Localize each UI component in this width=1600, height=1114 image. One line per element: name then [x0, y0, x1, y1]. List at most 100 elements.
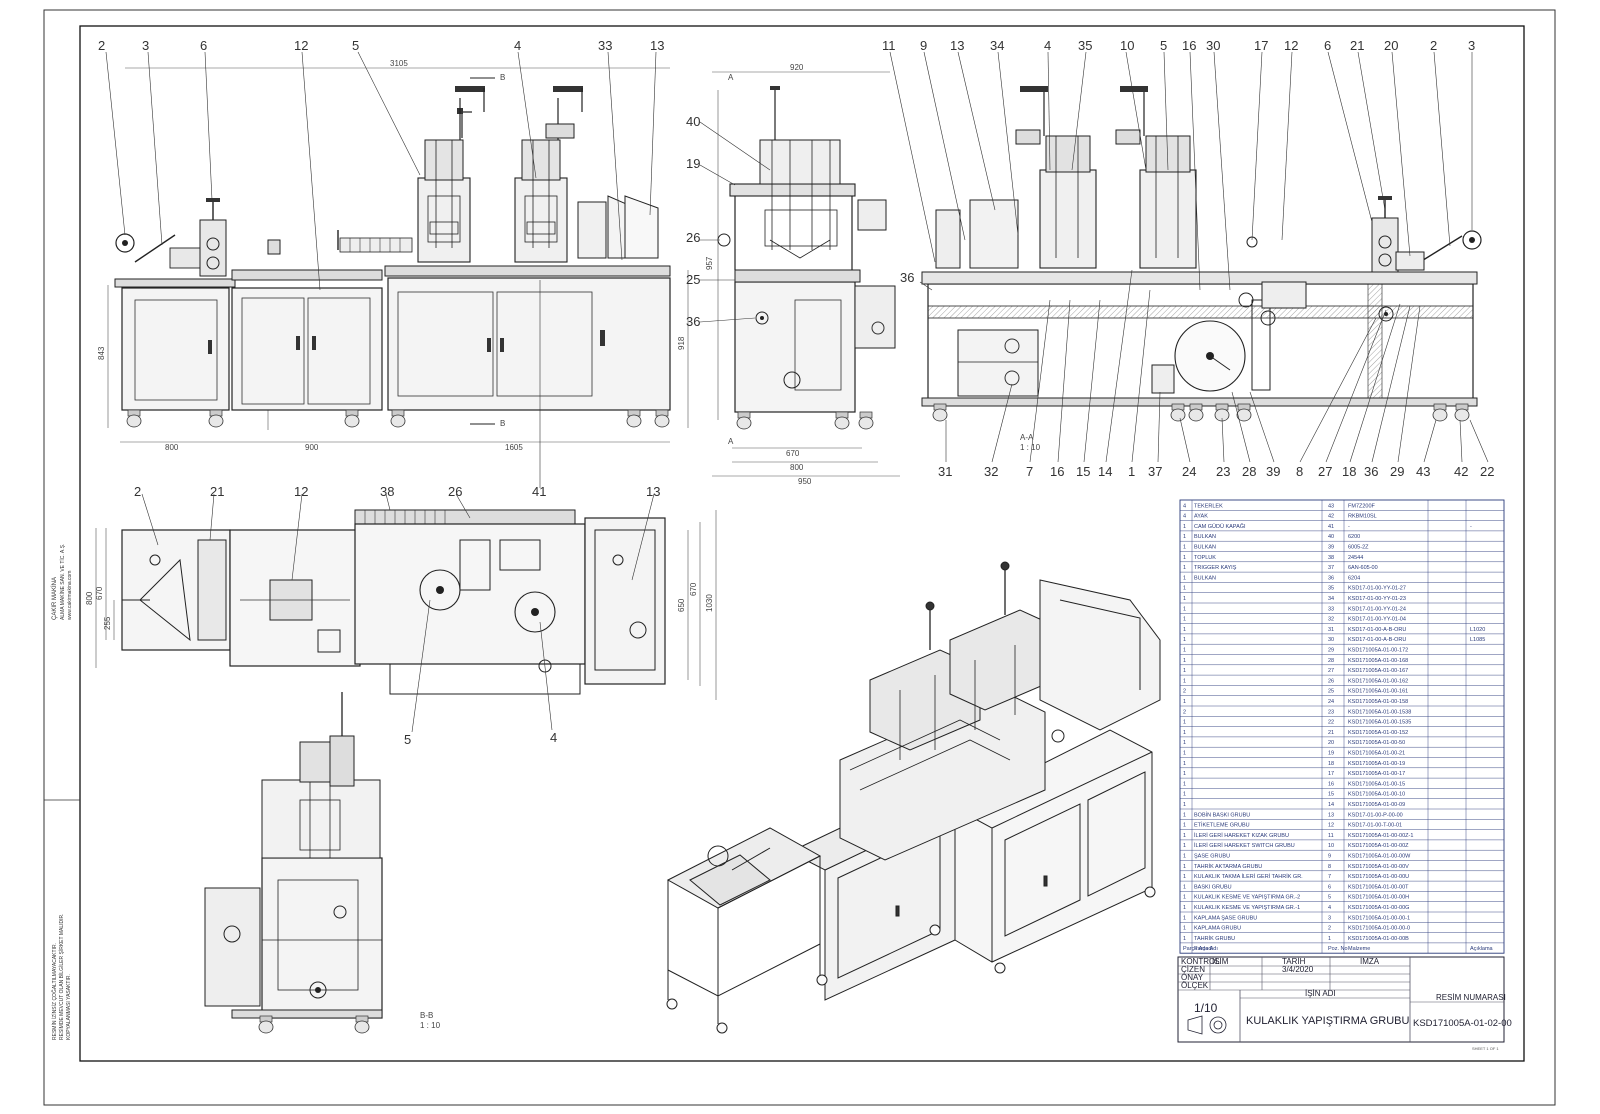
- bom-row-29-qty: 1: [1183, 648, 1186, 654]
- callout-aa-35: 35: [1078, 38, 1092, 53]
- bom-row-16-no: 16: [1328, 781, 1334, 787]
- bom-row-11-no: 11: [1328, 833, 1334, 839]
- dim-side-950: 950: [798, 477, 812, 486]
- bom-row-10-code: KSD171005A-01-00-00Z: [1348, 843, 1409, 849]
- bom-row-21-qty: 1: [1183, 730, 1186, 736]
- bom-row-8-qty: 1: [1183, 864, 1186, 870]
- margin-note-5: RESİMDE MEVCUT OLAN BİLGİLER ŞİRKET MALI…: [58, 913, 65, 1040]
- bom-row-11-code: KSD171005A-01-00-00Z-1: [1348, 833, 1413, 839]
- bom-row-6-desc: BASKI GRUBU: [1194, 884, 1232, 890]
- bom-row-36-code: 6204: [1348, 575, 1360, 581]
- bom-row-32-code: KSD17-01-00-YY-01-04: [1348, 617, 1406, 623]
- bom-row-26-code: KSD171005A-01-00-162: [1348, 678, 1408, 684]
- bom-row-2-desc: KAPLAMA GRUBU: [1194, 926, 1241, 932]
- bom-row-39-no: 39: [1328, 545, 1334, 551]
- bom-row-1-code: KSD171005A-01-00-00B: [1348, 936, 1409, 942]
- bom-row-14-code: KSD171005A-01-00-09: [1348, 802, 1405, 808]
- callout-aa-32: 32: [984, 464, 998, 479]
- bom-row-28-code: KSD171005A-01-00-168: [1348, 658, 1408, 664]
- bom-row-39-qty: 1: [1183, 545, 1186, 551]
- callout-aa-37: 37: [1148, 464, 1162, 479]
- callout-aa-36: 36: [1364, 464, 1378, 479]
- bom-row-15-no: 15: [1328, 792, 1334, 798]
- tb-code-label: RESİM NUMARASI: [1436, 993, 1506, 1002]
- bom-row-22-qty: 1: [1183, 720, 1186, 726]
- bom-row-22-no: 22: [1328, 720, 1334, 726]
- bom-row-26-qty: 1: [1183, 678, 1186, 684]
- bom-row-2-no: 2: [1328, 926, 1331, 932]
- bom-row-27-no: 27: [1328, 668, 1334, 674]
- bom-row-16-code: KSD171005A-01-00-15: [1348, 781, 1405, 787]
- bom-row-5-code: KSD171005A-01-00-00H: [1348, 895, 1409, 901]
- callout-2: 2: [98, 38, 105, 53]
- callout-aa-13: 13: [950, 38, 964, 53]
- bom-row-37-desc: TRIGGER KAYIŞ: [1194, 565, 1237, 571]
- callout-12: 12: [294, 38, 308, 53]
- callout-aa-2: 2: [1430, 38, 1437, 53]
- bom-row-41-desc: CAM GÜDÜ KAPAĞI: [1194, 523, 1246, 530]
- top-view: 800 670 255 1030 670 650: [85, 484, 717, 747]
- bom-row-12-desc: ETİKETLEME GRUBU: [1194, 822, 1250, 829]
- dim-side-800: 800: [790, 463, 804, 472]
- dim-top-800: 800: [85, 591, 94, 605]
- bom-row-37-no: 37: [1328, 565, 1334, 571]
- dim-top-670r: 670: [689, 582, 698, 596]
- bom-row-7-qty: 1: [1183, 874, 1186, 880]
- isometric-view: [666, 561, 1161, 1034]
- bom-row-13-code: KSD17-01-00-P-00-00: [1348, 812, 1403, 818]
- callout-aa-29: 29: [1390, 464, 1404, 479]
- bom-row-32-no: 32: [1328, 617, 1334, 623]
- dim-side-670: 670: [786, 449, 800, 458]
- bom-row-42-no: 42: [1328, 514, 1334, 520]
- bom-row-40-desc: BULKAN: [1194, 534, 1216, 540]
- section-aa-bottom-callouts: 31 32 7 16 15 14 1 37 24 23 28 39 8 27 1…: [938, 464, 1494, 479]
- bom-row-4-code: KSD171005A-01-00-00G: [1348, 905, 1409, 911]
- bom-row-10-desc: İLERİ GERİ HAREKET SWITCH GRUBU: [1194, 842, 1295, 849]
- bom-row-34-code: KSD17-01-00-YY-01-23: [1348, 596, 1406, 602]
- bom-row-29-code: KSD171005A-01-00-172: [1348, 648, 1408, 654]
- tb-cizen: ÇİZEN: [1181, 965, 1205, 974]
- section-aa-view: A-A 1 : 10 11 9 13 34 4 35 10 5 16 30 17: [882, 38, 1494, 479]
- bom-row-30-qty: 1: [1183, 637, 1186, 643]
- bom-row-31-note: L1020: [1470, 627, 1485, 633]
- bom-row-17-code: KSD171005A-01-00-17: [1348, 771, 1405, 777]
- dim-overall: 3105: [390, 59, 408, 68]
- bom-row-4-no: 4: [1328, 905, 1331, 911]
- tb-date: 3/4/2020: [1282, 965, 1314, 974]
- bom-row-37-code: 6AN-605-00: [1348, 565, 1378, 571]
- bom-row-34-no: 34: [1328, 596, 1334, 602]
- callout-top-13: 13: [646, 484, 660, 499]
- bom-header-code: Malzeme: [1348, 946, 1370, 952]
- dim-right-height: 918: [677, 336, 686, 350]
- callout-aa-34: 34: [990, 38, 1004, 53]
- tb-olcek: ÖLÇEK: [1181, 981, 1209, 990]
- bom-row-13-no: 13: [1328, 812, 1334, 818]
- bom-row-24-code: KSD171005A-01-00-158: [1348, 699, 1408, 705]
- bom-row-25-code: KSD171005A-01-00-161: [1348, 689, 1408, 695]
- bom-row-2-code: KSD171005A-01-00-00-0: [1348, 926, 1410, 932]
- bom-row-30-no: 30: [1328, 637, 1334, 643]
- section-a-top: A: [728, 73, 734, 82]
- dim-side-957: 957: [705, 256, 714, 270]
- bom-row-9-qty: 1: [1183, 854, 1186, 860]
- bom-row-37-qty: 1: [1183, 565, 1186, 571]
- bom-row-13-qty: 1: [1183, 812, 1186, 818]
- bom-row-14-qty: 1: [1183, 802, 1186, 808]
- bom-row-21-code: KSD171005A-01-00-152: [1348, 730, 1408, 736]
- callout-aa-11: 11: [882, 38, 896, 53]
- bom-row-41-note: -: [1470, 524, 1472, 530]
- bom-row-30-code: KSD17-01-00-A-B-ORU: [1348, 637, 1406, 643]
- callout-aa-5: 5: [1160, 38, 1167, 53]
- section-a-bottom: A: [728, 437, 734, 446]
- dim-right: 1605: [505, 443, 523, 452]
- bom-row-42-code: RKBM10SL: [1348, 514, 1377, 520]
- bom-row-35-code: KSD17-01-00-YY-01-27: [1348, 586, 1406, 592]
- bom-row-12-no: 12: [1328, 823, 1334, 829]
- bom-row-21-no: 21: [1328, 730, 1334, 736]
- bom-row-5-qty: 1: [1183, 895, 1186, 901]
- bom-row-8-code: KSD171005A-01-00-00V: [1348, 864, 1409, 870]
- callout-aa-9: 9: [920, 38, 927, 53]
- bom-row-7-no: 7: [1328, 874, 1331, 880]
- side-view: 920 670 800 950 A A 957: [532, 63, 900, 499]
